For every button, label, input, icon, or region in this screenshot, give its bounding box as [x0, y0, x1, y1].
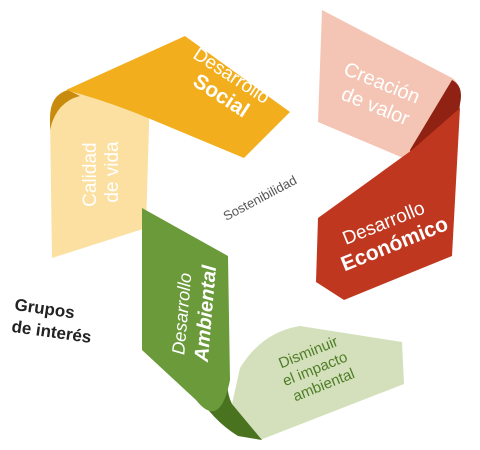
economic-main-panel [316, 108, 460, 300]
economic-light-panel [318, 10, 459, 160]
environmental-label: Desarrollo Ambiental [168, 262, 221, 364]
stakeholders-label: Grupos de interés [10, 295, 95, 347]
center-label: Sostenibilidad [221, 172, 300, 223]
social-tail-label: Calidad de vida [80, 137, 123, 207]
social-main-panel [66, 36, 290, 158]
environmental-light-panel [231, 326, 404, 440]
environmental-main-panel [142, 208, 230, 412]
social-fold [50, 90, 80, 130]
social-light-panel [50, 90, 150, 258]
